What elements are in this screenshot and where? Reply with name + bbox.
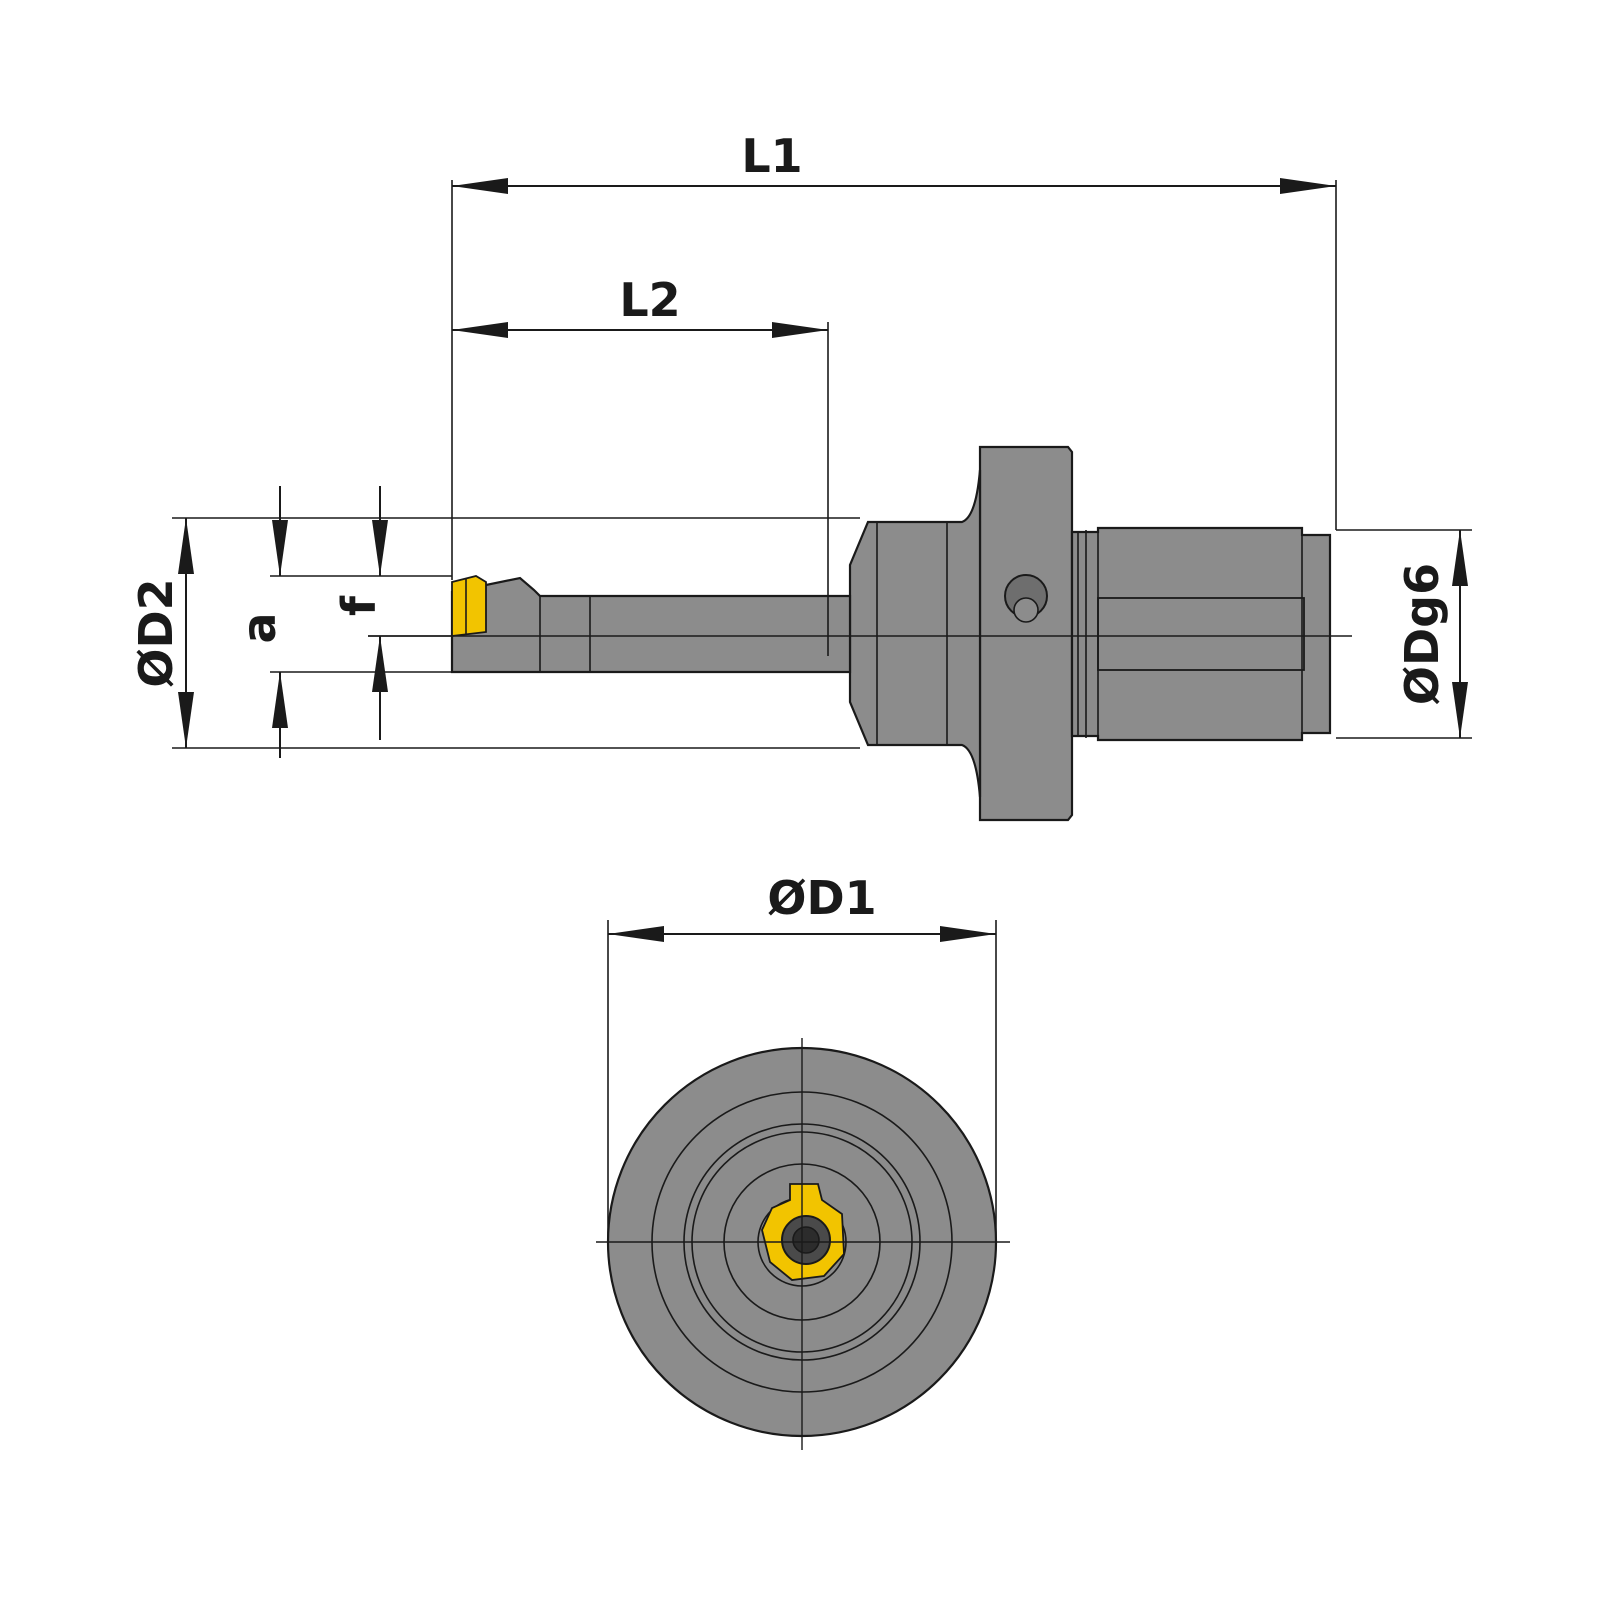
f-arrow-bottom <box>372 636 388 692</box>
shank-flat <box>1097 597 1305 671</box>
D1-label: ØD1 <box>767 871 876 925</box>
clamp-screw-icon <box>1013 597 1039 623</box>
dimensions-side: L1 L2 ØD2 a f ØDg6 <box>129 129 1472 758</box>
side-view <box>368 445 1352 822</box>
Dg6-arrow-bottom <box>1452 682 1468 738</box>
a-label: a <box>232 612 286 643</box>
D2-arrow-bottom <box>178 692 194 748</box>
L1-arrow-left <box>452 178 508 194</box>
L2-label: L2 <box>619 273 680 327</box>
flange <box>978 445 1074 822</box>
torx-icon <box>792 1226 820 1254</box>
hub <box>848 469 982 798</box>
a-arrow-top <box>272 520 288 576</box>
D1-arrow-right <box>940 926 996 942</box>
f-arrow-top <box>372 520 388 576</box>
a-arrow-bottom <box>272 672 288 728</box>
boring-bar <box>450 576 852 674</box>
L2-arrow-right <box>772 322 828 338</box>
f-label: f <box>332 595 386 616</box>
Dg6-label: ØDg6 <box>1395 563 1449 705</box>
cutting-insert <box>451 575 487 638</box>
Dg6-arrow-top <box>1452 530 1468 586</box>
dimensions-end: ØD1 <box>607 871 997 1242</box>
L1-arrow-right <box>1280 178 1336 194</box>
D2-arrow-top <box>178 518 194 574</box>
end-view <box>596 1038 1010 1450</box>
D1-arrow-left <box>608 926 664 942</box>
L1-label: L1 <box>741 129 802 183</box>
D2-label: ØD2 <box>129 578 183 687</box>
L2-arrow-left <box>452 322 508 338</box>
shank <box>1070 526 1332 742</box>
